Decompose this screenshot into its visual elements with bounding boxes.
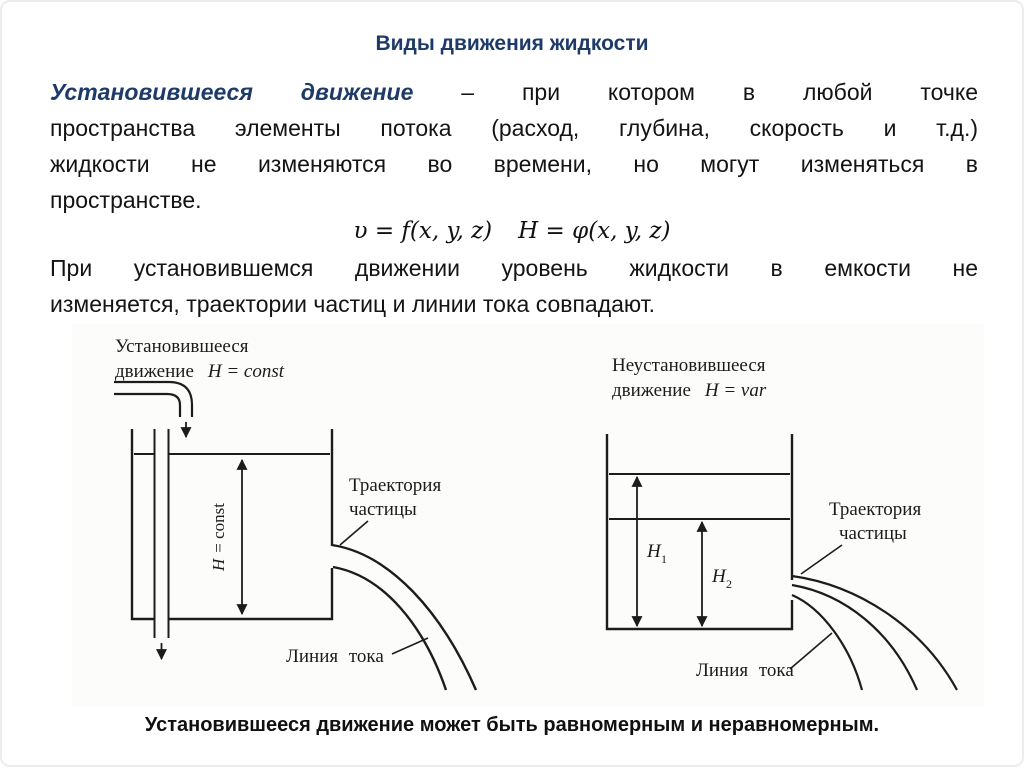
formula-velocity: υ = f(x, y, z)	[353, 218, 493, 244]
definition-line-2: пространства элементы потока (расход, гл…	[50, 115, 978, 141]
formula-line: υ = f(x, y, z) H = φ(x, y, z)	[2, 218, 1022, 244]
right-tank	[605, 434, 794, 631]
left-caption-eq: H = const	[207, 361, 285, 382]
scan-background	[72, 324, 984, 706]
definition-line-3: жидкости не изменяются во времени, но мо…	[50, 151, 978, 177]
left-streamline-pointer	[391, 637, 429, 655]
definition-line-1: Установившееся движение – при котором в …	[50, 74, 978, 110]
head-const-label: H = const	[209, 503, 228, 572]
right-diagram: Неустановившееся движение H = var H 1 H 2	[605, 355, 958, 691]
left-tank	[130, 429, 334, 621]
left-trajectory-label-line1: Траектория	[349, 475, 441, 496]
left-caption-line2: движение H = const	[115, 361, 285, 382]
h2-subscript: 2	[726, 577, 732, 591]
head-const-label-rest: = const	[209, 503, 228, 553]
right-caption-line1: Неустановившееся	[612, 355, 766, 376]
right-trajectory-pointer	[800, 544, 843, 575]
formula-head: H = φ(x, y, z)	[518, 218, 671, 244]
left-trajectory-label-line2: частицы	[349, 499, 417, 520]
definition-term: Установившееся движение	[50, 79, 414, 105]
left-streamline-label: Линия тока	[286, 646, 384, 667]
right-streamline-label: Линия тока	[696, 660, 794, 681]
left-jet-stream	[331, 543, 478, 691]
right-trajectory-label-line2: частицы	[839, 523, 907, 544]
footer-note: Установившееся движение может быть равно…	[144, 714, 880, 736]
right-trajectory-label-line1: Траектория	[829, 499, 921, 520]
definition-line-1-rest: – при котором в любой точке	[413, 79, 978, 105]
slide-title: Виды движения жидкости	[375, 32, 649, 55]
definition-line-4: пространстве.	[50, 187, 202, 213]
right-caption-line2: движение H = var	[612, 380, 767, 401]
right-caption-eq: H = var	[704, 380, 767, 401]
left-trajectory-pointer	[339, 520, 369, 546]
left-caption-word: движение	[115, 361, 194, 382]
definition-paragraph: Установившееся движение – при котором в …	[50, 74, 978, 218]
inflow-pipe	[114, 380, 194, 439]
statement-paragraph: При установившемся движении уровень жидк…	[50, 250, 978, 322]
right-streamline-pointer	[789, 632, 833, 670]
statement-line-2: изменяется, траектории частиц и линии то…	[50, 291, 656, 317]
statement-line-1: При установившемся движении уровень жидк…	[50, 255, 978, 281]
right-jet-streams	[791, 574, 958, 691]
head-const-label-var: H	[209, 557, 228, 572]
overflow-pipe	[153, 429, 170, 661]
h2-label: H	[711, 566, 727, 587]
h1-subscript: 1	[661, 552, 667, 566]
right-caption-word: движение	[612, 380, 691, 401]
h1-label: H	[646, 541, 662, 562]
left-caption-line1: Установившееся	[115, 336, 249, 357]
